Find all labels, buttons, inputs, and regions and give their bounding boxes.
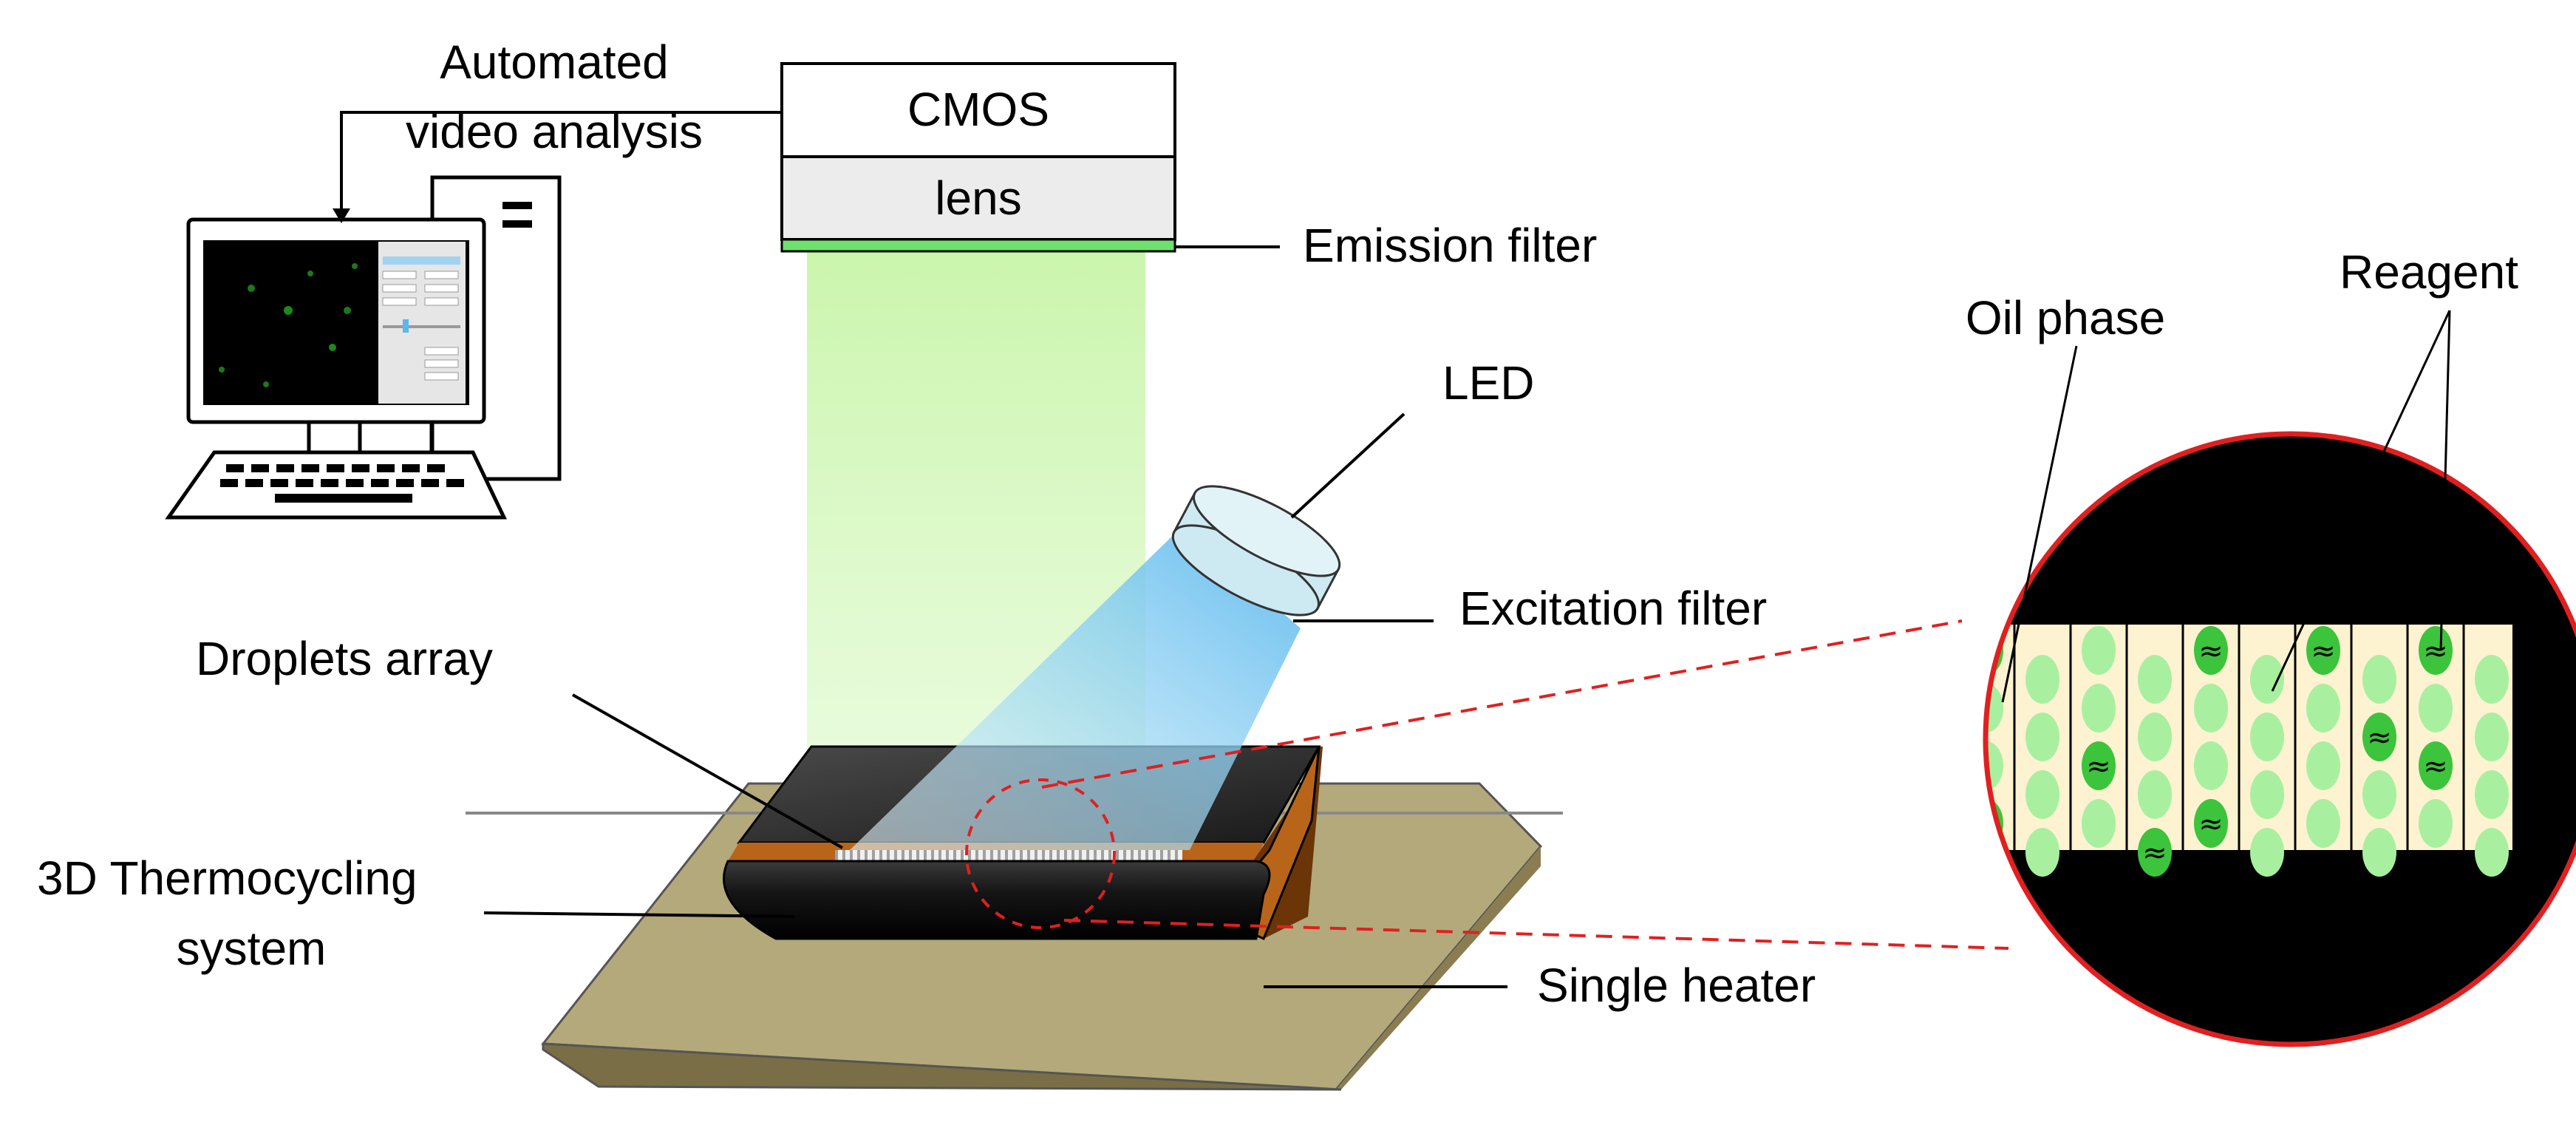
led-label: LED [1442, 356, 1535, 409]
reagent-label: Reagent [2340, 245, 2518, 299]
empty-droplet [2362, 828, 2396, 877]
reagent-droplet [2194, 799, 2228, 848]
empty-droplet [2194, 684, 2228, 733]
reagent-droplet [2419, 741, 2453, 790]
camera-icon [780, 62, 1176, 253]
arrow-head-icon [333, 208, 350, 223]
empty-droplet [2250, 713, 2284, 761]
fluorescence-icon: ≈ [2198, 807, 2224, 841]
computer-icon [165, 175, 562, 520]
fluorescence-icon: ≈ [2142, 836, 2167, 870]
empty-droplet [2306, 741, 2340, 790]
fluorescence-icon: ≈ [2423, 634, 2448, 668]
keyboard-icon [165, 450, 507, 520]
droplet-column-group: ≈≈≈≈≈≈≈≈≈≈ [1986, 625, 2521, 877]
empty-droplet [2475, 828, 2509, 877]
automated-label-line1: Automated [440, 35, 669, 89]
led-icon [1171, 485, 1341, 616]
monitor-screen-content [219, 242, 466, 404]
excitation-beam [850, 526, 1301, 850]
reagent-droplet [2082, 741, 2116, 790]
empty-droplet [2025, 713, 2059, 761]
empty-droplet [2138, 713, 2172, 761]
emission-filter [780, 238, 1176, 253]
thermocycling-label-line2: system [177, 922, 327, 975]
fluorescence-icon: ≈ [2311, 634, 2336, 668]
empty-droplet [2138, 655, 2172, 704]
droplet-strip [835, 850, 1182, 860]
fluorescence-icon: ≈ [2423, 750, 2448, 784]
excitation-filter-label: Excitation filter [1459, 582, 1767, 635]
empty-droplet [2082, 799, 2116, 848]
cmos-label: CMOS [907, 83, 1049, 136]
reagent-droplet [2362, 713, 2396, 761]
video-flow-arrow [340, 111, 782, 214]
reagent-droplet [2138, 828, 2172, 877]
empty-droplet [2306, 684, 2340, 733]
empty-droplet [2194, 741, 2228, 790]
empty-droplet [2250, 770, 2284, 819]
empty-droplet [2250, 655, 2284, 704]
fluorescence-icon: ≈ [2198, 634, 2224, 668]
empty-droplet [2250, 828, 2284, 877]
reagent-droplet [2419, 626, 2453, 675]
lens-label: lens [935, 171, 1021, 225]
empty-droplet [2025, 828, 2059, 877]
fluorescence-icon: ≈ [2367, 721, 2392, 755]
automated-label-line2: video analysis [406, 105, 703, 158]
empty-droplet [2082, 684, 2116, 733]
empty-droplet [2025, 770, 2059, 819]
empty-droplet [2475, 655, 2509, 704]
empty-droplet [2025, 655, 2059, 704]
empty-droplet [2138, 770, 2172, 819]
droplets-array-label: Droplets array [196, 632, 493, 685]
empty-droplet [2419, 799, 2453, 848]
oil-phase-label: Oil phase [1966, 291, 2165, 344]
magnified-view: ≈≈≈≈≈≈≈≈≈≈ [1983, 431, 2576, 1047]
thermocycling-label-line1: 3D Thermocycling [37, 852, 418, 905]
empty-droplet [2306, 799, 2340, 848]
reagent-droplet [2306, 626, 2340, 675]
empty-droplet [2082, 626, 2116, 675]
fluorescence-icon: ≈ [2086, 750, 2111, 784]
single-heater-label: Single heater [1537, 959, 1816, 1012]
empty-droplet [2475, 770, 2509, 819]
emission-filter-label: Emission filter [1303, 219, 1597, 272]
zoom-region [965, 778, 1116, 929]
empty-droplet [2362, 655, 2396, 704]
empty-droplet [2475, 713, 2509, 761]
empty-droplet [2419, 684, 2453, 733]
empty-droplet [2362, 770, 2396, 819]
reagent-droplet [2194, 626, 2228, 675]
